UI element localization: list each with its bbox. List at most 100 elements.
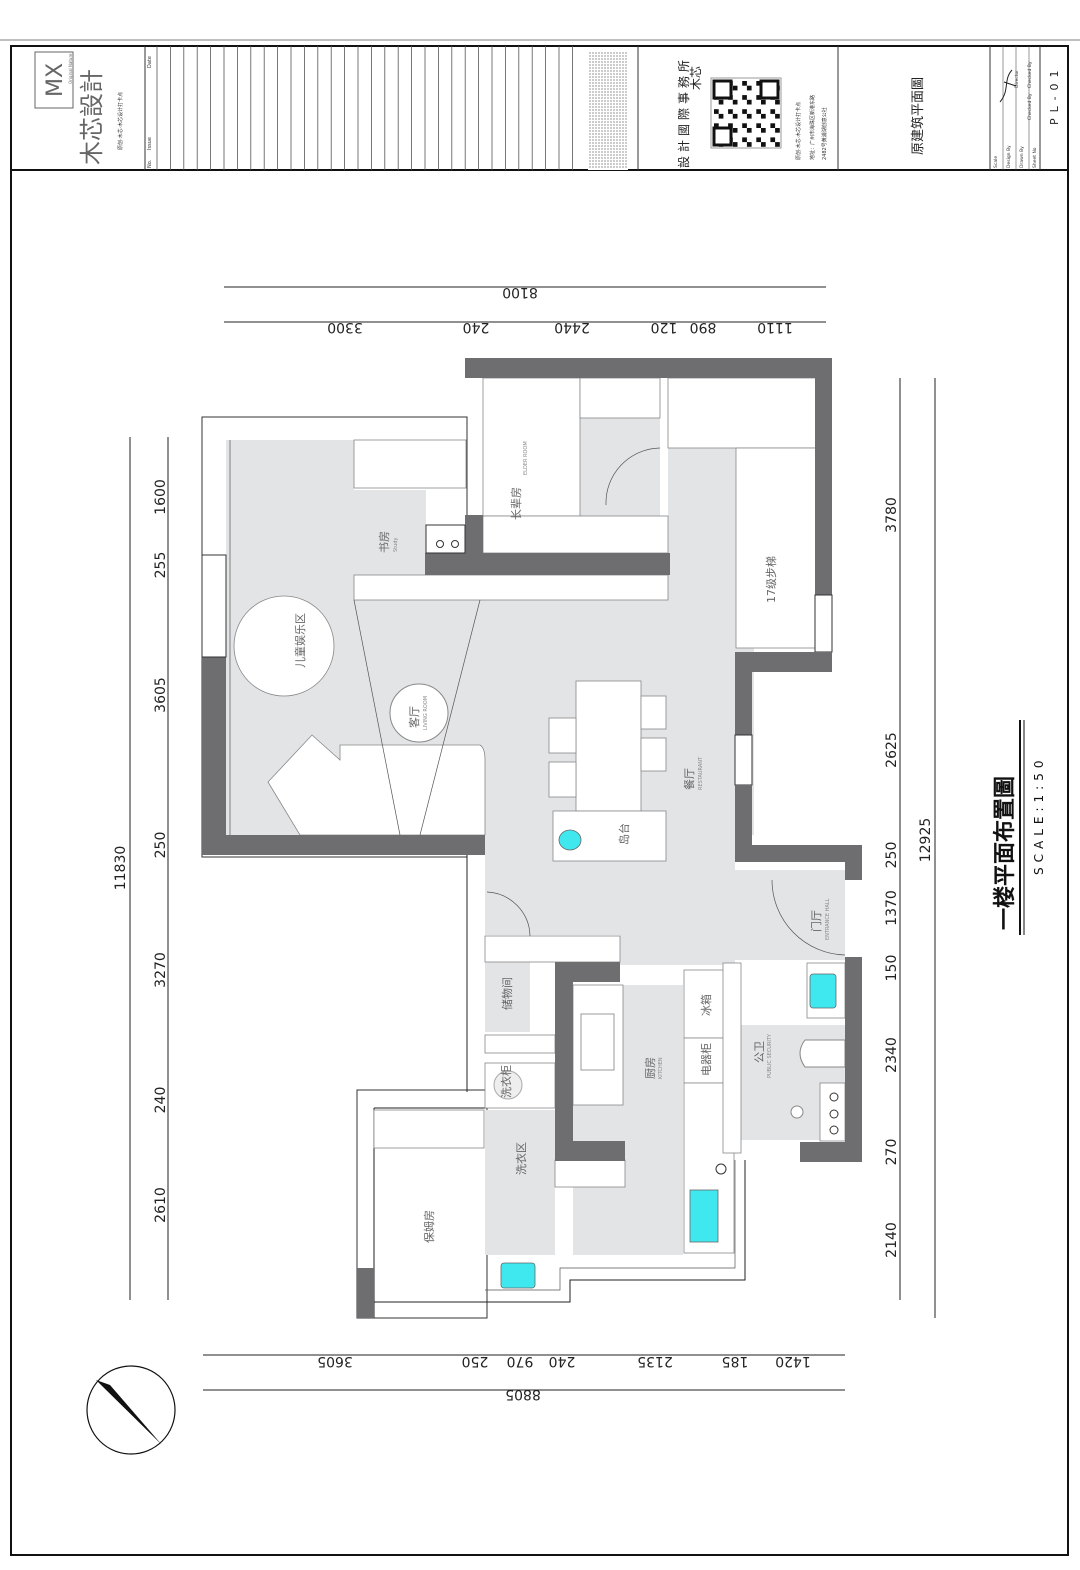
room-elder: 长辈房 (509, 487, 523, 520)
address-2: 2482号黄浦湖创意公社 (821, 107, 828, 160)
qr-cell (756, 109, 761, 114)
room-fridge: 冰箱 (699, 994, 713, 1016)
signoff-label: Sheet No (1032, 147, 1038, 168)
sheet-frame (10, 45, 1069, 1556)
qr-cell (775, 113, 780, 119)
qr-cell (770, 109, 776, 114)
room-island: 岛台 (617, 823, 631, 845)
logo-box (34, 51, 74, 109)
dim-right: 3780 (884, 497, 900, 533)
qr-cell (746, 128, 752, 133)
dim-bottom: 240 (549, 1353, 576, 1369)
qr-cell (742, 137, 747, 143)
room-labels: 长辈房 ELDER ROOM 书房 Study 儿童娱乐区 客厅 LIVING … (293, 441, 831, 1243)
qr-cell (761, 128, 766, 133)
sheet-number: PL-01 (1048, 64, 1061, 125)
col-date: Date (147, 56, 153, 68)
qr-cell (761, 113, 766, 119)
dim-top: 120 (651, 319, 678, 335)
qr-cell (756, 123, 761, 128)
qr-finder (712, 126, 733, 147)
legal-notes (589, 52, 627, 168)
qr-finder (759, 79, 780, 100)
dim-left: 1600 (153, 479, 169, 515)
dim-top: 3300 (327, 319, 363, 335)
room-stairs: 17级步梯 (765, 556, 778, 603)
room-dining: 餐厅 (682, 768, 696, 790)
plan-title-text: 一楼平面布置圖 (992, 776, 1018, 930)
qr-cell (728, 123, 733, 128)
qr-cell (746, 85, 752, 91)
plan-title: 一楼平面布置圖 SCALE:1:50 (992, 720, 1046, 935)
logo-name: 木芯設計 (78, 69, 106, 165)
room-dining-en: RESTAURANT (698, 756, 704, 790)
qr-cell (770, 137, 776, 143)
qr-cell (742, 81, 747, 86)
room-kitchen: 厨房 (644, 1057, 657, 1079)
firm-name-1: 木芯 (689, 66, 703, 90)
signoff-label: Scale (993, 156, 999, 168)
qr-cell (761, 99, 766, 105)
qr-cell (746, 113, 752, 119)
qr-cell (761, 142, 766, 147)
room-storage: 储物间 (500, 977, 514, 1010)
dim-bottom: 2135 (637, 1353, 673, 1369)
qr-cell (718, 99, 724, 105)
firm-note: 原创·木芯·木芯设计打卡点 (795, 102, 802, 160)
dim-bottom: 250 (462, 1353, 489, 1369)
dim-left: 3270 (153, 952, 169, 988)
door-swings (229, 440, 846, 956)
walls (201, 358, 862, 1318)
dim-bottom-total: 8805 (505, 1386, 541, 1402)
qr-cell (718, 113, 724, 119)
signoff-label: Drawn By (1019, 146, 1025, 168)
room-elder-en: ELDER ROOM (523, 441, 529, 475)
dim-left-total: 11830 (113, 846, 129, 891)
dim-right: 250 (884, 842, 900, 869)
address-1: 地址：广州市海珠区新港东路 (809, 95, 816, 160)
qr-finder (712, 79, 733, 100)
qr-cell (732, 113, 738, 119)
signoff-label: Checked By (1027, 61, 1033, 88)
room-study-en: Study (393, 538, 399, 552)
qr-cell (756, 95, 761, 100)
room-living: 客厅 (407, 706, 421, 728)
dim-left: 250 (153, 832, 169, 859)
room-kitchen-en: KITCHEN (658, 1057, 664, 1079)
col-no: No. (147, 159, 153, 168)
room-appliance: 电器柜 (700, 1043, 713, 1076)
qr-cell (714, 109, 719, 114)
dimensions (129, 286, 936, 1391)
room-washer: 洗衣柜 (499, 1065, 513, 1098)
dimension-labels: 8100 3300 240 2440 120 890 1110 11830 16… (113, 284, 934, 1402)
dim-right-total: 12925 (918, 818, 934, 863)
qr-cell (756, 81, 761, 86)
room-bath: 公卫 (753, 1041, 766, 1063)
dim-right: 2340 (884, 1037, 900, 1073)
dim-left: 2610 (153, 1187, 169, 1223)
qr-cell (742, 95, 747, 100)
dim-bottom: 185 (722, 1353, 749, 1369)
qr-cell (746, 142, 752, 147)
dim-bottom: 1420 (775, 1353, 811, 1369)
dim-top-total: 8100 (502, 284, 538, 300)
title-block: MX Original Nature 木芯設計 原创·木芯·木芯设计打卡点 No… (34, 46, 1061, 170)
qr-cell (775, 142, 780, 147)
signoff-label: Checked By (1027, 93, 1033, 120)
room-entrance-en: ENTRANCE HALL (825, 898, 831, 940)
qr-cell (742, 123, 747, 128)
dim-top: 240 (463, 319, 490, 335)
signoff-label: Director (1014, 70, 1020, 88)
room-laundry: 洗衣区 (514, 1142, 528, 1175)
qr-cell (728, 109, 733, 114)
dim-right: 150 (884, 955, 900, 982)
qr-cell (732, 128, 738, 133)
dim-top: 890 (690, 319, 717, 335)
logo-sub: Original Nature (68, 53, 73, 84)
dim-right: 270 (884, 1139, 900, 1166)
dim-left: 240 (153, 1087, 169, 1114)
dim-right: 2625 (884, 732, 900, 768)
furniture (233, 377, 846, 1289)
